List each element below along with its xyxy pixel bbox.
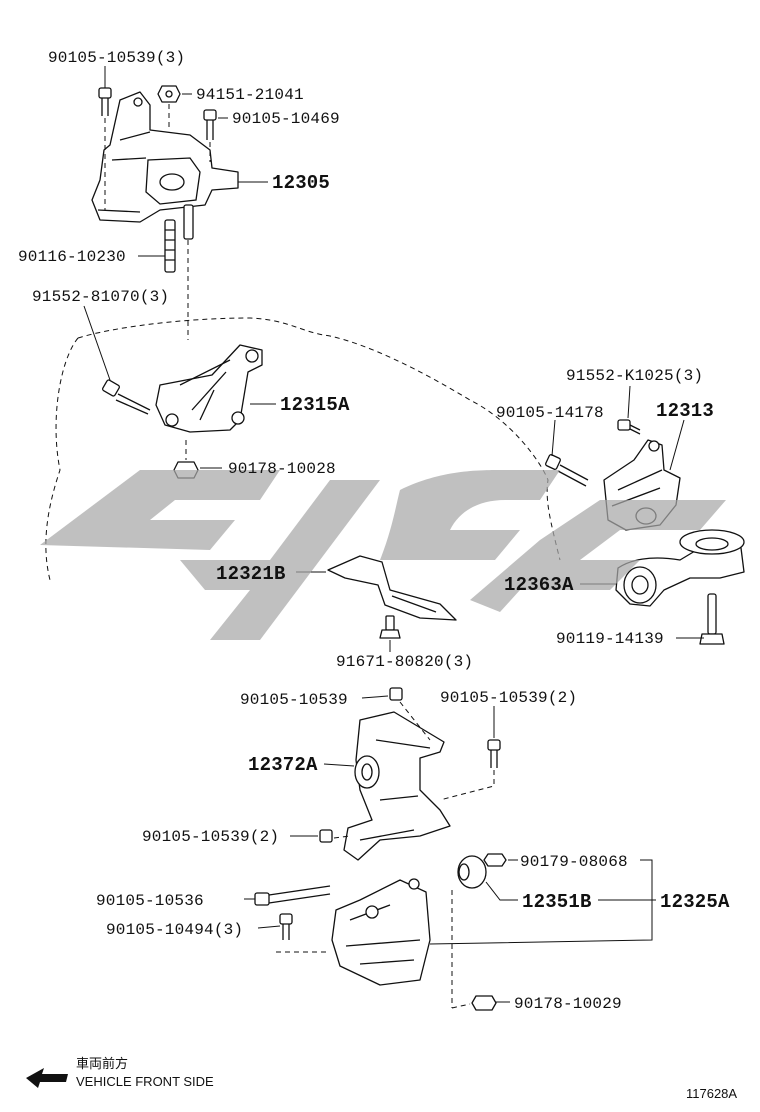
label-12363A: 12363A xyxy=(504,574,574,596)
label-12313: 12313 xyxy=(656,400,714,422)
label-90179-08068: 90179-08068 xyxy=(520,853,628,871)
label-12315A: 12315A xyxy=(280,394,350,416)
label-12321B: 12321B xyxy=(216,563,286,585)
bolt-90105-10536 xyxy=(254,885,331,906)
label-90116-10230: 90116-10230 xyxy=(18,248,126,266)
label-90178-10029: 90178-10029 xyxy=(514,995,622,1013)
label-90105-14178: 90105-14178 xyxy=(496,404,604,422)
bolt-90119-14139 xyxy=(699,593,725,645)
bolt-91552-K1025 xyxy=(617,419,641,435)
bracket-12325A xyxy=(331,878,431,986)
label-91552-K1025-3: 91552-K1025(3) xyxy=(566,367,703,385)
vehicle-front-label-en: VEHICLE FRONT SIDE xyxy=(76,1074,214,1089)
vehicle-front-label-jp: 車両前方 xyxy=(76,1056,128,1071)
label-90105-10536: 90105-10536 xyxy=(96,892,204,910)
mount-12305 xyxy=(91,91,239,223)
nut-90179-08068 xyxy=(483,853,507,867)
label-90105-10539-2-left: 90105-10539(2) xyxy=(142,828,279,846)
label-90105-10469: 90105-10469 xyxy=(232,110,340,128)
bracket-12315A xyxy=(155,344,263,433)
front-direction-arrow-icon xyxy=(26,1068,68,1088)
bracket-12321B xyxy=(327,555,457,621)
label-12305: 12305 xyxy=(272,172,330,194)
mount-12372A xyxy=(343,711,451,861)
diagram-reference-code: 117628A xyxy=(686,1086,737,1101)
bolt-91552-81070 xyxy=(102,379,151,415)
leader-lines xyxy=(83,66,704,1003)
label-90119-14139: 90119-14139 xyxy=(556,630,664,648)
label-12325A: 12325A xyxy=(660,891,730,913)
stud-90116-10230 xyxy=(164,204,194,340)
label-90105-10539-2-right: 90105-10539(2) xyxy=(440,689,577,707)
bushing-12351B xyxy=(457,855,487,889)
nut-94151-21041 xyxy=(157,85,181,130)
nut-90178-10029 xyxy=(451,890,497,1011)
label-91552-81070-3: 91552-81070(3) xyxy=(32,288,169,306)
label-12372A: 12372A xyxy=(248,754,318,776)
label-90105-10539: 90105-10539 xyxy=(240,691,348,709)
label-94151-21041: 94151-21041 xyxy=(196,86,304,104)
label-90105-10539-3: 90105-10539(3) xyxy=(48,49,185,67)
label-12351B: 12351B xyxy=(522,891,592,913)
bolt-91671-80820 xyxy=(379,615,401,639)
bolt-90105-10539-left xyxy=(319,829,351,843)
rod-12363A xyxy=(615,529,745,607)
bolt-90105-10539-right xyxy=(439,739,501,801)
label-91671-80820-3: 91671-80820(3) xyxy=(336,653,473,671)
label-90105-10494-3: 90105-10494(3) xyxy=(106,921,243,939)
bolt-90105-14178 xyxy=(545,454,589,487)
brand-watermark-logo xyxy=(40,470,726,640)
bolt-90105-10539-mid xyxy=(389,687,431,741)
label-90178-10028: 90178-10028 xyxy=(228,460,336,478)
bolt-90105-10469 xyxy=(203,109,217,162)
bolt-90105-10494 xyxy=(276,913,330,953)
bolt-90105-10539-top xyxy=(98,87,112,210)
